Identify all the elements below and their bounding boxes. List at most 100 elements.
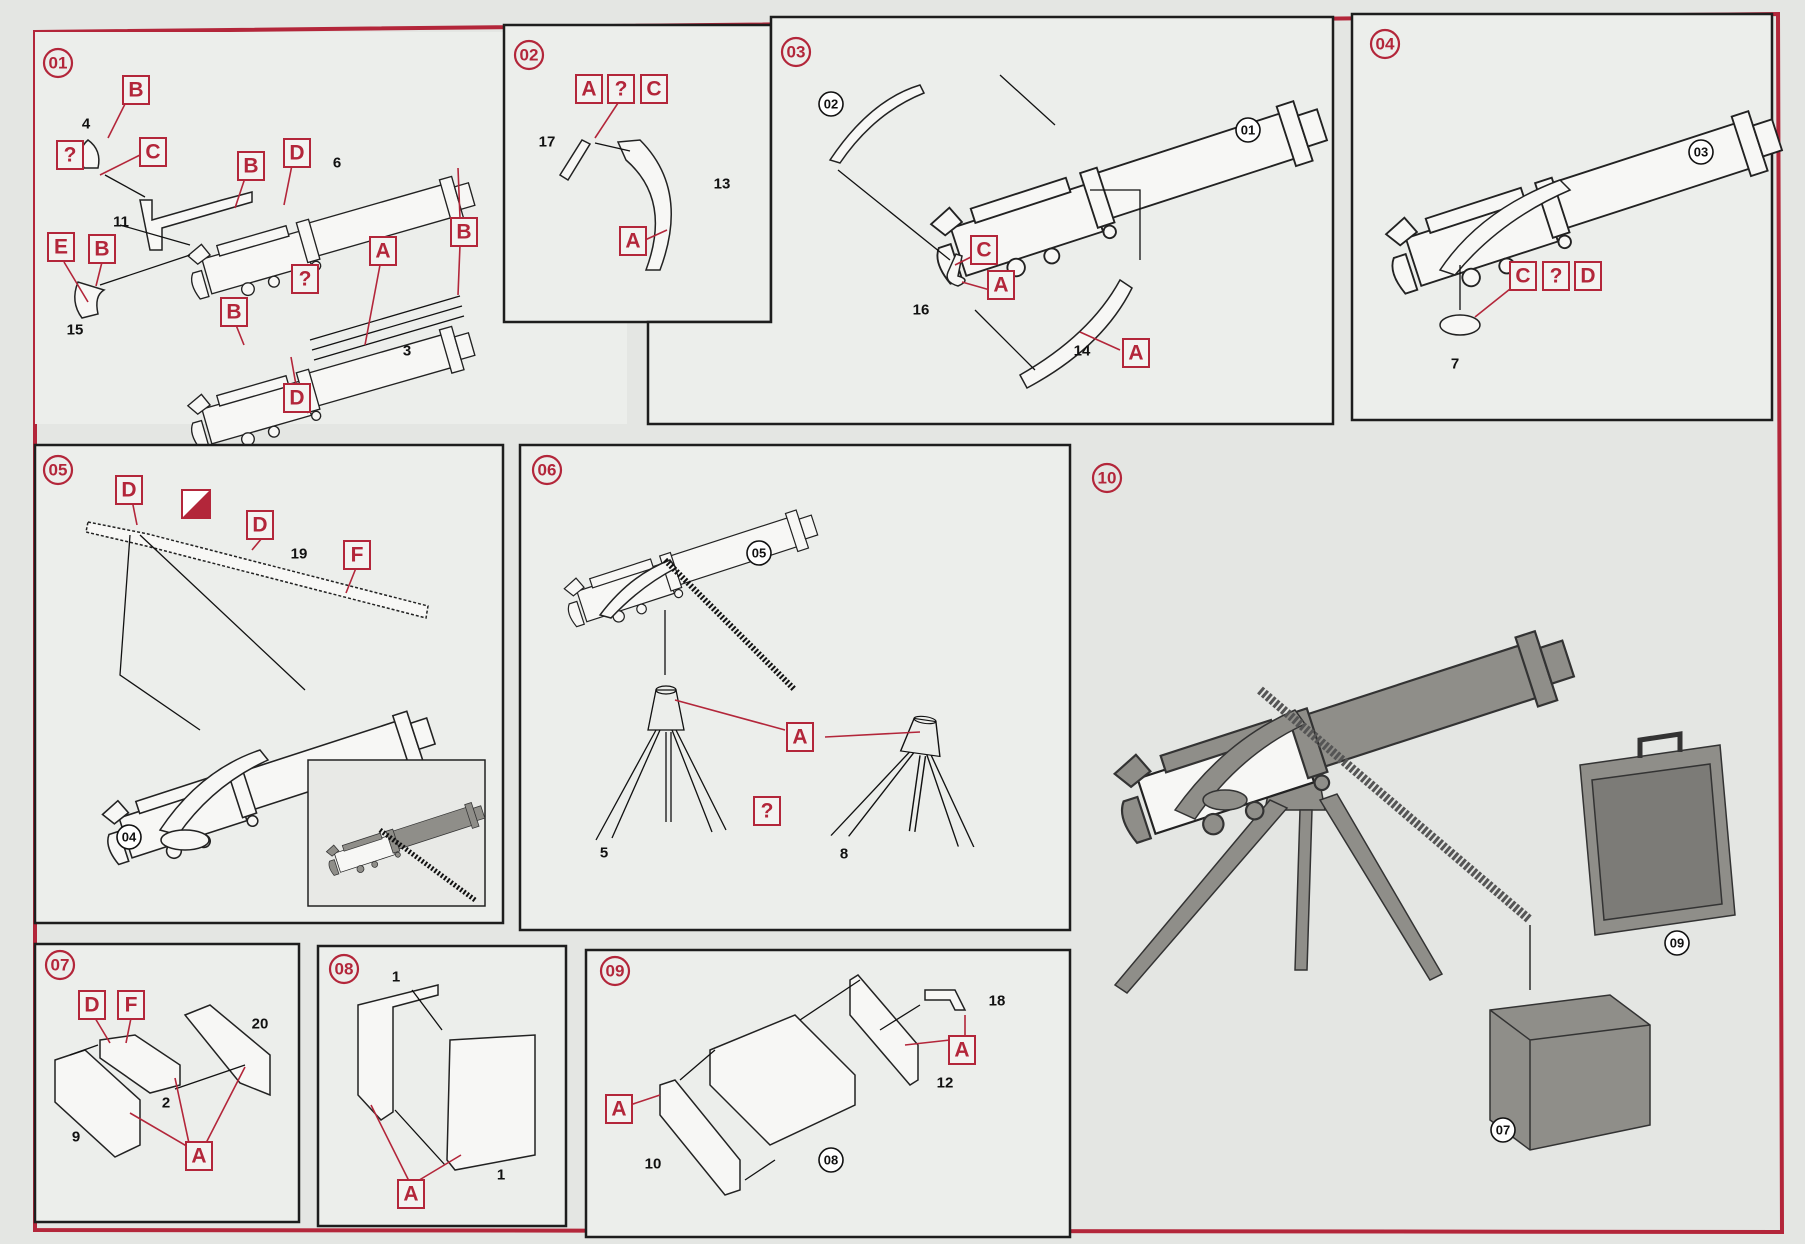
callout-unknown: ? (761, 800, 774, 823)
callout-D: D (84, 994, 99, 1017)
callout-box (115, 475, 143, 505)
step-05-panel: 05 D D F 19 04 (33, 443, 505, 925)
panel-border (502, 23, 773, 324)
callout-box (640, 74, 668, 104)
part-number: 9 (72, 1129, 80, 1146)
callout-unknown: ? (615, 78, 628, 101)
step-number: 07 (51, 956, 70, 975)
leader-line (1474, 284, 1516, 318)
callout-A: A (792, 726, 807, 749)
callout-D: D (289, 387, 304, 410)
part-number: 5 (600, 845, 608, 862)
callout-B: B (226, 301, 241, 324)
step-badge (42, 454, 74, 486)
part-number: 2 (162, 1095, 170, 1112)
callout-A: A (191, 1145, 206, 1168)
leader-lines (94, 1017, 246, 1149)
part-7 (1439, 314, 1481, 336)
leader-lines (594, 99, 668, 241)
part-number: 12 (937, 1075, 954, 1092)
step-02-panel: 02 A ? C A 17 13 (502, 23, 773, 324)
callout-box (970, 235, 998, 265)
ref-badge (1688, 139, 1714, 165)
leader-lines (629, 1015, 966, 1106)
part-2 (99, 1034, 181, 1094)
ref-number: 02 (824, 97, 838, 112)
step-badge (44, 949, 76, 981)
part-number: 20 (252, 1016, 269, 1033)
part-13 (616, 139, 672, 271)
step-badge (1369, 28, 1401, 60)
step-number: 10 (1098, 469, 1117, 488)
callout-box (283, 138, 311, 168)
step-10-final-assembly: 10 09 07 (1091, 462, 1736, 1151)
ref-badge (818, 91, 844, 117)
panel-part-1 (357, 984, 439, 1121)
panel-part-1 (446, 1034, 536, 1171)
part-10 (659, 1079, 741, 1196)
step-number: 01 (49, 54, 68, 73)
callout-D: D (289, 142, 304, 165)
part-number: 14 (1074, 343, 1091, 360)
ref-number: 03 (1694, 145, 1708, 160)
inset-view (307, 759, 486, 907)
callout-B: B (94, 238, 109, 261)
callout-A: A (611, 1098, 626, 1121)
assembly-arrows (394, 989, 446, 1166)
step-06-panel: 06 05 A ? 5 8 (518, 443, 1072, 932)
step-number: 04 (1376, 35, 1395, 54)
callout-box (246, 510, 274, 540)
callout-box (619, 226, 647, 256)
callout-box (122, 75, 150, 105)
ref-number: 08 (824, 1153, 838, 1168)
callout-C: C (145, 141, 160, 164)
ref-number: 07 (1496, 1123, 1510, 1138)
ref-badge (1235, 117, 1261, 143)
step-number: 03 (787, 43, 806, 62)
step-badge (328, 953, 360, 985)
step-badge (780, 36, 812, 68)
callout-F: F (125, 994, 138, 1017)
callout-D: D (1580, 265, 1595, 288)
ref-number: 04 (122, 830, 137, 845)
assembly-arrows (837, 74, 1141, 371)
part-number: 8 (840, 846, 848, 863)
callout-box (607, 74, 635, 104)
callout-box (948, 1035, 976, 1065)
callout-A: A (1128, 342, 1143, 365)
leader-lines (674, 699, 921, 738)
step-number: 02 (520, 46, 539, 65)
callout-unknown: ? (64, 144, 77, 167)
step-08-panel: 08 A 1 1 (316, 944, 568, 1228)
part-20 (183, 1004, 271, 1097)
assembly-arrows (99, 174, 191, 286)
callout-box (575, 74, 603, 104)
callout-box (450, 217, 478, 247)
callout-B: B (128, 79, 143, 102)
callout-box (283, 383, 311, 413)
assembly-arrows (69, 1044, 246, 1090)
callout-A: A (581, 78, 596, 101)
callout-box (1122, 338, 1150, 368)
callout-F: F (351, 544, 364, 567)
step-number: 08 (335, 960, 354, 979)
water-can-09 (1579, 731, 1736, 936)
part-number: 16 (913, 302, 930, 319)
ref-number: 09 (1670, 936, 1684, 951)
callout-box (78, 990, 106, 1020)
callout-box (605, 1094, 633, 1124)
ref-number: 05 (752, 546, 766, 561)
part-number: 13 (714, 176, 731, 193)
ref-badge (1664, 930, 1690, 956)
step-badge (1091, 462, 1123, 494)
part-number: 6 (333, 155, 341, 172)
step-badge (42, 47, 74, 79)
step-04-panel: 04 03 C ? D 7 (1350, 12, 1794, 422)
gun-part-3-finned-jacket (181, 295, 483, 461)
callout-D: D (121, 479, 136, 502)
part-number: 3 (403, 343, 411, 360)
part-number: 1 (392, 969, 400, 986)
callout-box (1542, 261, 1570, 291)
step-07-panel: 07 D F A 20 2 9 (33, 942, 301, 1224)
ammo-box-07 (1489, 994, 1651, 1151)
